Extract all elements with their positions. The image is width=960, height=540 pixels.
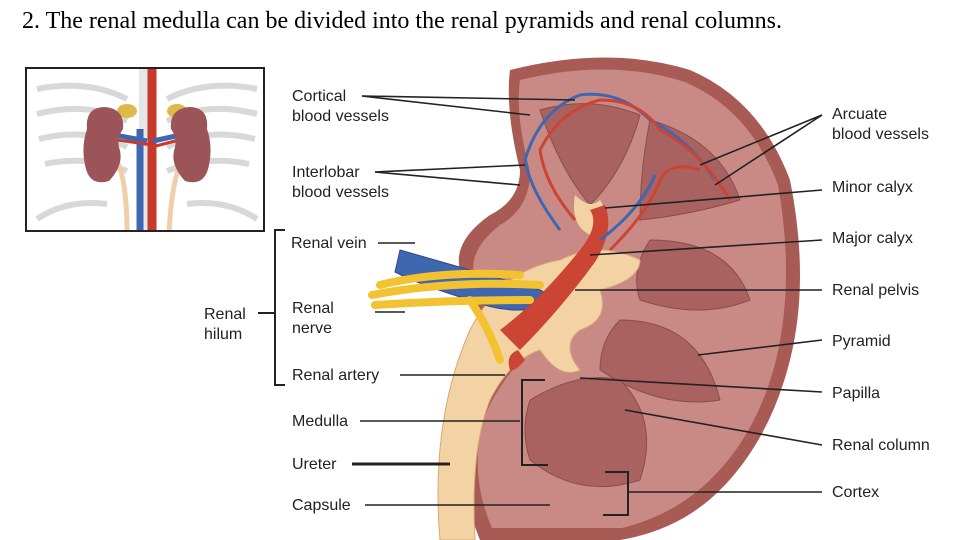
leader-interlobar-2 <box>374 164 526 173</box>
label-interlobar-line2: blood vessels <box>292 184 389 201</box>
pyramid-5 <box>524 377 648 488</box>
label-nerve-line2: nerve <box>292 320 333 337</box>
label-hilum-line2: hilum <box>204 326 243 343</box>
label-cortex: Cortex <box>832 484 880 501</box>
label-arcuate-line2: blood vessels <box>832 126 929 143</box>
renal-nerve <box>368 269 544 364</box>
renal-pelvis <box>437 249 641 540</box>
label-nerve-line1: Renal <box>292 300 334 317</box>
label-minor-calyx: Minor calyx <box>832 179 913 196</box>
pyramid-3 <box>636 239 751 311</box>
leader-interlobar-1 <box>374 171 521 186</box>
medulla-bracket <box>521 379 548 466</box>
leader-minor-calyx <box>604 189 823 209</box>
cortical-vessels <box>523 92 732 252</box>
label-ureter: Ureter <box>292 456 337 473</box>
renal-artery-stub <box>508 350 525 371</box>
label-arcuate-blood-vessels: Arcuate blood vessels <box>832 105 929 145</box>
label-pyramid: Pyramid <box>832 333 891 350</box>
renal-artery <box>500 205 609 350</box>
leader-cortical-1 <box>361 95 531 116</box>
cortex-bracket <box>603 471 629 516</box>
leader-lines <box>352 95 823 506</box>
label-medulla: Medulla <box>292 413 349 430</box>
label-cortical-line1: Cortical <box>292 88 347 105</box>
leader-cortical-2 <box>361 95 576 101</box>
label-cortical-line2: blood vessels <box>292 108 389 125</box>
label-capsule: Capsule <box>292 497 351 514</box>
slide-title: 2. The renal medulla can be divided into… <box>22 8 782 34</box>
label-interlobar-line1: Interlobar <box>292 164 360 181</box>
leader-papilla <box>579 377 823 393</box>
label-renal-artery: Renal artery <box>292 367 380 384</box>
label-papilla: Papilla <box>832 385 881 402</box>
leader-major-calyx <box>589 239 823 256</box>
label-renal-pelvis: Renal pelvis <box>832 282 920 299</box>
label-arcuate-line1: Arcuate <box>832 106 888 123</box>
leader-pyramid <box>697 339 823 356</box>
label-interlobar-blood-vessels: Interlobar blood vessels <box>292 163 389 203</box>
label-cortical-blood-vessels: Cortical blood vessels <box>292 87 389 127</box>
label-hilum-line1: Renal <box>204 306 246 323</box>
torso-illustration <box>35 69 259 230</box>
leader-renal-column <box>624 409 823 446</box>
leader-arcuate-1 <box>699 114 823 166</box>
torso-inset <box>25 67 265 232</box>
label-renal-column: Renal column <box>832 437 930 454</box>
label-major-calyx: Major calyx <box>832 230 913 247</box>
leader-arcuate-2 <box>714 114 823 186</box>
brackets <box>258 229 629 516</box>
label-renal-nerve: Renal nerve <box>292 299 334 339</box>
label-renal-vein: Renal vein <box>291 235 367 252</box>
pyramid-2 <box>639 119 741 221</box>
label-renal-hilum: Renal hilum <box>204 305 246 345</box>
hilum-bracket <box>258 229 285 386</box>
